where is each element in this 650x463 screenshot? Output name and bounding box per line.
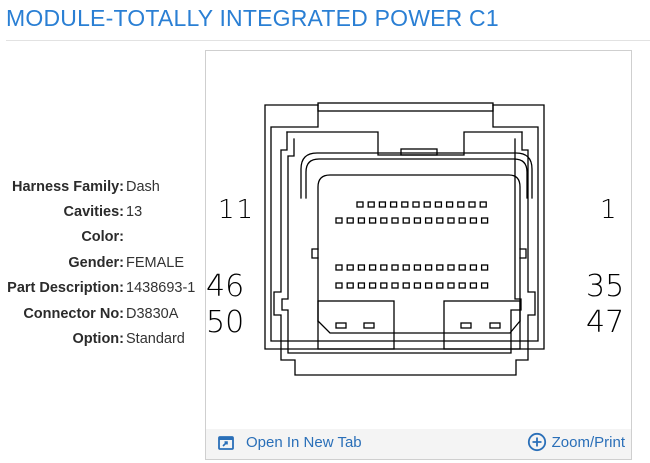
terminal-cavity	[480, 282, 489, 289]
terminal-cavity	[413, 264, 422, 271]
spec-label: Color:	[81, 229, 124, 246]
terminal-cavity	[480, 217, 489, 224]
terminal-cavity	[389, 201, 398, 208]
terminal-cavity	[346, 217, 354, 224]
title-divider	[6, 40, 650, 41]
terminal-cavity	[391, 217, 399, 224]
terminal-cavity	[424, 264, 433, 271]
terminal-cavity	[391, 264, 399, 271]
spec-row-gender: Gender: FEMALE	[0, 250, 205, 275]
terminal-cavity	[391, 282, 399, 289]
terminal-cavity	[402, 282, 410, 289]
terminal-cavity	[469, 217, 478, 224]
spec-value: D3830A	[126, 305, 179, 322]
terminal-cavity	[447, 282, 455, 289]
terminal-cavity	[367, 201, 375, 208]
terminal-cavity	[335, 282, 343, 289]
terminal-cavity	[380, 264, 388, 271]
terminal-cavity	[469, 282, 478, 289]
terminal-cavity	[412, 201, 420, 208]
terminal-cavity	[468, 201, 476, 208]
spec-row-part-description: Part Description: 1438693-1	[0, 276, 205, 301]
terminal-cavity	[458, 282, 466, 289]
spec-row-color: Color:	[0, 225, 205, 250]
pin-label-mid-right: 35	[586, 269, 625, 304]
pin-label-bottom-left: 50	[206, 305, 245, 340]
spec-label: Connector No:	[23, 305, 124, 322]
spec-value: FEMALE	[126, 254, 185, 271]
pin-label-mid-left: 46	[206, 269, 245, 304]
terminal-cavity	[447, 264, 455, 271]
terminal-cavity	[480, 264, 489, 271]
pin-label-top-left: 11	[218, 195, 256, 225]
zoom-plus-icon	[527, 432, 546, 452]
zoom-print-label: Zoom/Print	[551, 433, 625, 451]
spec-value: Standard	[126, 331, 185, 348]
terminal-cavity	[357, 217, 366, 224]
terminal-cavity	[447, 217, 455, 224]
terminal-cavity	[445, 201, 454, 208]
spec-row-harness-family: Harness Family: Dash	[0, 174, 205, 199]
terminal-cavity	[424, 217, 433, 224]
terminal-cavity	[436, 282, 444, 289]
terminal-cavity	[413, 217, 422, 224]
terminal-cavity	[436, 217, 444, 224]
terminal-cavity	[458, 217, 466, 224]
connector-housing	[264, 102, 545, 376]
terminal-cavity	[368, 264, 377, 271]
terminal-cavity	[380, 217, 388, 224]
terminal-cavity	[424, 282, 433, 289]
terminal-cavity	[457, 201, 465, 208]
spec-label: Cavities:	[63, 204, 124, 221]
terminal-cavity	[402, 217, 410, 224]
terminal-cavity	[378, 201, 387, 208]
terminal-cavity	[402, 264, 410, 271]
spec-value: Dash	[126, 178, 160, 195]
spec-row-connector-no: Connector No: D3830A	[0, 301, 205, 326]
terminal-cavity	[346, 282, 354, 289]
terminal-cavity	[368, 217, 377, 224]
terminal-cavity	[335, 217, 343, 224]
connector-face-diagram	[264, 102, 545, 376]
terminal-cavity	[423, 201, 431, 208]
connector-diagram-card: 11 1 46 35 50 47 Open In New Tab Zoom/Pr…	[205, 50, 632, 460]
pin-label-bottom-right: 47	[586, 305, 625, 340]
zoom-print-link[interactable]: Zoom/Print	[527, 432, 625, 452]
spec-value: 1438693-1	[126, 280, 196, 297]
open-in-new-tab-link[interactable]: Open In New Tab	[218, 434, 362, 451]
spec-label: Harness Family:	[11, 178, 124, 195]
latch-boxes	[317, 300, 521, 350]
terminal-cavity	[479, 201, 487, 208]
terminal-cavity	[335, 264, 343, 271]
terminal-cavity	[436, 264, 444, 271]
spec-row-option: Option: Standard	[0, 326, 205, 351]
terminal-cavities	[335, 201, 489, 289]
terminal-cavity	[434, 201, 443, 208]
terminal-cavity	[368, 282, 377, 289]
pin-label-top-right: 1	[600, 195, 617, 225]
diagram-footer: Open In New Tab Zoom/Print	[206, 429, 631, 459]
terminal-cavity	[469, 264, 478, 271]
terminal-cavity	[346, 264, 354, 271]
terminal-cavity	[458, 264, 466, 271]
terminal-cavity	[357, 264, 366, 271]
terminal-cavity	[380, 282, 388, 289]
spec-label: Part Description:	[7, 280, 124, 297]
open-in-new-tab-label: Open In New Tab	[246, 434, 362, 451]
open-new-tab-icon	[218, 435, 234, 450]
terminal-cavity	[356, 201, 364, 208]
spec-label: Gender:	[68, 254, 124, 271]
spec-value: 13	[126, 204, 143, 221]
terminal-cavity	[413, 282, 422, 289]
terminal-cavity	[357, 282, 366, 289]
spec-row-cavities: Cavities: 13	[0, 199, 205, 224]
page-title: MODULE-TOTALLY INTEGRATED POWER C1	[6, 5, 499, 31]
terminal-cavity	[401, 201, 409, 208]
spec-label: Option:	[72, 331, 124, 348]
connector-specs: Harness Family: Dash Cavities: 13 Color:…	[0, 174, 205, 352]
